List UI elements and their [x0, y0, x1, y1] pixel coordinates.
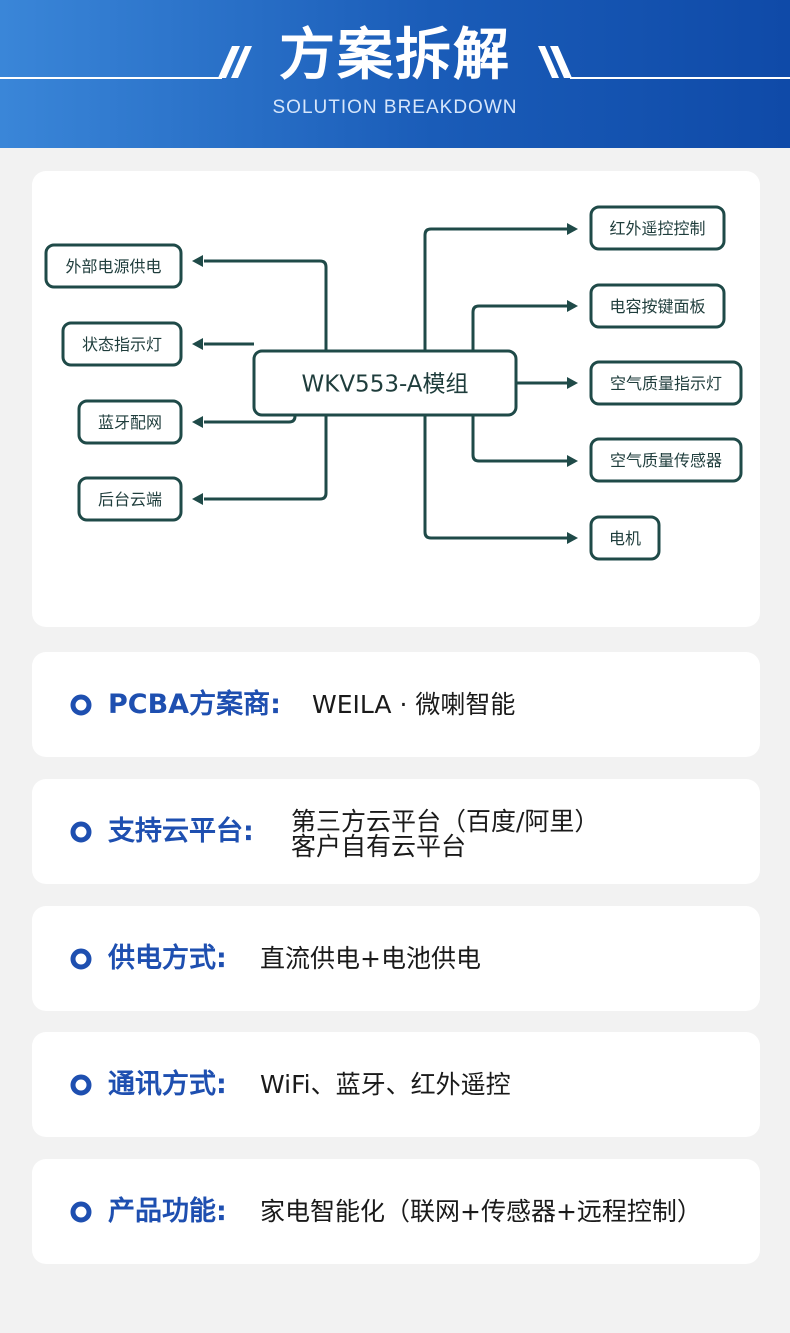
info-card-power: 供电方式: 直流供电+电池供电: [32, 906, 760, 1011]
arrow-aq-indicator: [567, 377, 578, 389]
left-node-power-label: 外部电源供电: [65, 257, 161, 276]
info-card-pcba: PCBA方案商: WEILA · 微喇智能: [32, 652, 760, 757]
info-value: WiFi、蓝牙、红外遥控: [260, 1070, 511, 1099]
conn-motor: [423, 416, 567, 540]
center-node-box: [252, 349, 518, 417]
header-banner: 方案拆解 SOLUTION BREAKDOWN: [0, 0, 790, 148]
slash-right-icon: [538, 46, 572, 78]
arrow-touch: [567, 300, 578, 312]
info-value: 直流供电+电池供电: [260, 944, 481, 973]
arrow-bluetooth: [192, 416, 203, 428]
arrow-power: [192, 255, 203, 267]
info-card-function: 产品功能: 家电智能化（联网+传感器+远程控制）: [32, 1159, 760, 1264]
right-node-touch-label: 电容按键面板: [609, 297, 705, 316]
info-card-comm: 通讯方式: WiFi、蓝牙、红外遥控: [32, 1032, 760, 1137]
right-node-aq-sensor-label: 空气质量传感器: [610, 451, 722, 470]
info-label: 供电方式:: [108, 943, 227, 974]
center-node-label: WKV553-A模组: [302, 371, 469, 397]
conn-ir: [423, 227, 567, 351]
right-node-aq-indicator-box: [589, 360, 743, 406]
arrow-status: [192, 338, 203, 350]
left-node-cloud-label: 后台云端: [98, 490, 162, 509]
right-node-ir-box: [589, 205, 726, 251]
arrow-ir: [567, 223, 578, 235]
bullet-ring-icon: [70, 948, 92, 970]
left-node-power-box: [44, 243, 183, 289]
bullet-ring-icon: [70, 821, 92, 843]
arrow-aq-sensor: [567, 455, 578, 467]
info-value: WEILA · 微喇智能: [312, 690, 516, 719]
info-label: 产品功能:: [108, 1196, 227, 1227]
info-value: 家电智能化（联网+传感器+远程控制）: [260, 1197, 702, 1226]
right-node-aq-sensor-box: [589, 437, 743, 483]
arrow-cloud: [192, 493, 203, 505]
info-label: PCBA方案商:: [108, 689, 281, 720]
left-node-status-label: 状态指示灯: [82, 335, 162, 354]
conn-cloud: [204, 413, 328, 501]
info-label: 支持云平台:: [108, 816, 254, 847]
info-label: 通讯方式:: [108, 1069, 227, 1100]
right-node-motor-box: [589, 515, 661, 561]
diagram-card: WKV553-A模组 外部电源供电状态指示灯蓝牙配网后台云端 红外遥控控制电容按键面…: [32, 171, 760, 627]
bullet-ring-icon: [70, 1201, 92, 1223]
slash-left-icon: [218, 46, 252, 78]
right-node-motor-label: 电机: [609, 529, 641, 548]
right-node-aq-indicator-label: 空气质量指示灯: [610, 374, 722, 393]
conn-touch: [471, 304, 567, 351]
conn-power: [204, 259, 328, 351]
conn-aq-sensor: [471, 416, 567, 463]
page-title: 方案拆解: [279, 23, 511, 88]
info-value: 第三方云平台（百度/阿里）: [291, 807, 600, 836]
header-line-right: [570, 77, 790, 79]
left-node-bluetooth-label: 蓝牙配网: [98, 413, 162, 432]
info-value-line2: 客户自有云平台: [291, 832, 467, 861]
left-node-bluetooth-box: [77, 399, 183, 445]
bullet-ring-icon: [70, 694, 92, 716]
page-subtitle: SOLUTION BREAKDOWN: [272, 97, 518, 118]
right-node-touch-box: [589, 283, 726, 329]
arrow-motor: [567, 532, 578, 544]
right-node-ir-label: 红外遥控控制: [609, 219, 705, 238]
left-node-status-box: [61, 321, 183, 367]
left-node-cloud-box: [77, 476, 183, 522]
info-card-cloud: 支持云平台: 第三方云平台（百度/阿里） 客户自有云平台: [32, 779, 760, 884]
bullet-ring-icon: [70, 1074, 92, 1096]
header-line-left: [0, 77, 222, 79]
